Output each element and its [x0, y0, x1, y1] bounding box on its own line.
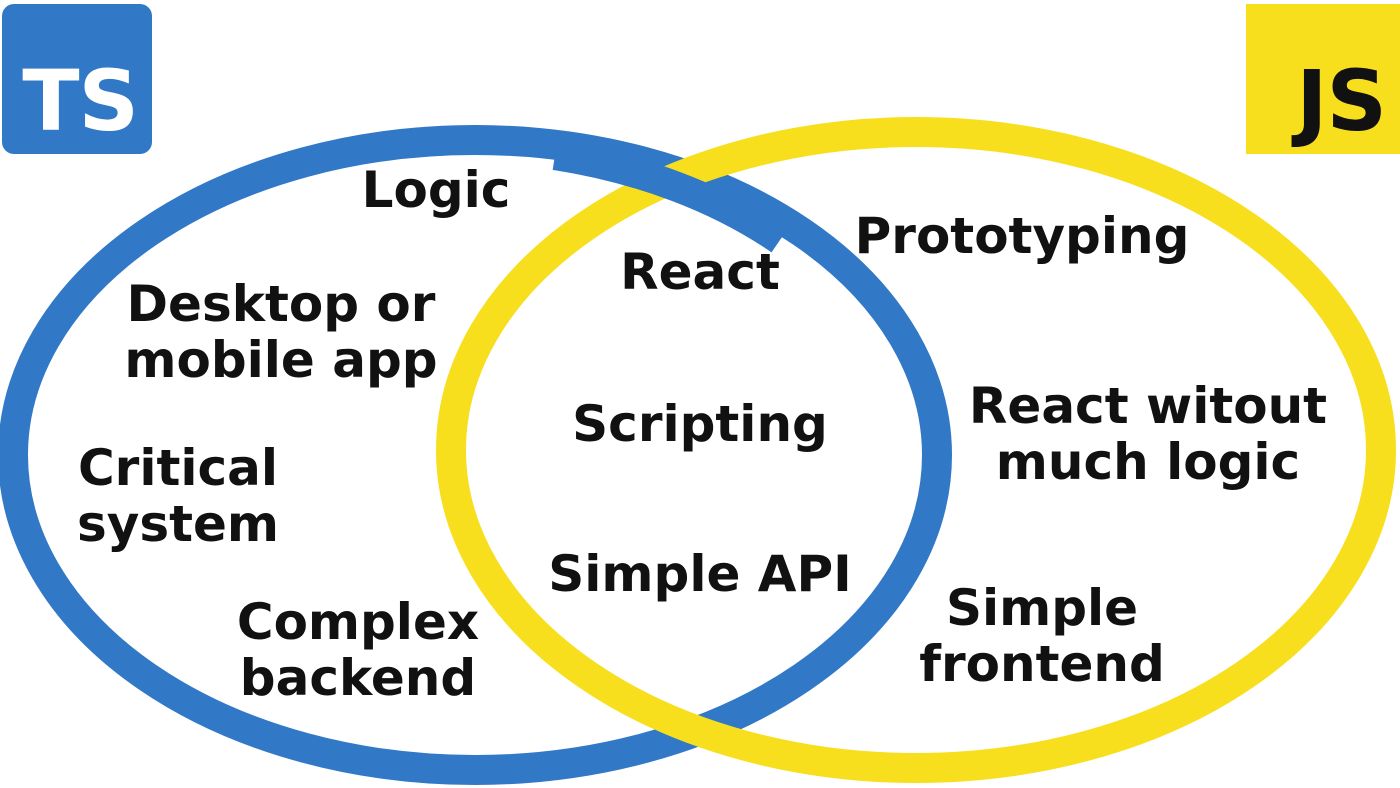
label-react-without-much-logic: React witout much logic [969, 378, 1327, 490]
label-logic: Logic [362, 162, 511, 218]
label-react: React [620, 244, 780, 300]
typescript-logo-text: TS [22, 52, 139, 150]
label-line: React witout [968, 377, 1328, 435]
label-line: Prototyping [854, 207, 1190, 265]
typescript-logo: TS [2, 4, 152, 154]
label-complex-backend: Complex backend [237, 594, 479, 706]
label-critical-system: Critical system [77, 440, 279, 552]
javascript-circle [436, 117, 1396, 783]
label-line: much logic [995, 433, 1301, 491]
label-line: Desktop or [126, 275, 436, 333]
label-line: Simple API [548, 545, 852, 603]
label-line: Logic [361, 161, 511, 219]
label-line: mobile app [124, 331, 438, 389]
label-line: React [620, 243, 780, 301]
label-desktop-or-mobile-app: Desktop or mobile app [124, 276, 437, 388]
javascript-logo-text: JS [1296, 52, 1387, 150]
label-prototyping: Prototyping [855, 208, 1190, 264]
typescript-circle-overlap [552, 140, 789, 253]
javascript-logo: JS [1246, 4, 1400, 154]
label-line: system [76, 495, 280, 553]
label-line: Simple [945, 579, 1139, 637]
label-simple-frontend: Simple frontend [919, 580, 1165, 692]
label-line: Scripting [572, 395, 828, 453]
label-line: Complex [236, 593, 480, 651]
typescript-circle [0, 125, 952, 785]
label-line: frontend [919, 635, 1165, 693]
label-line: backend [239, 649, 477, 707]
label-line: Critical [77, 439, 279, 497]
label-simple-api: Simple API [548, 546, 851, 602]
label-scripting: Scripting [572, 396, 828, 452]
